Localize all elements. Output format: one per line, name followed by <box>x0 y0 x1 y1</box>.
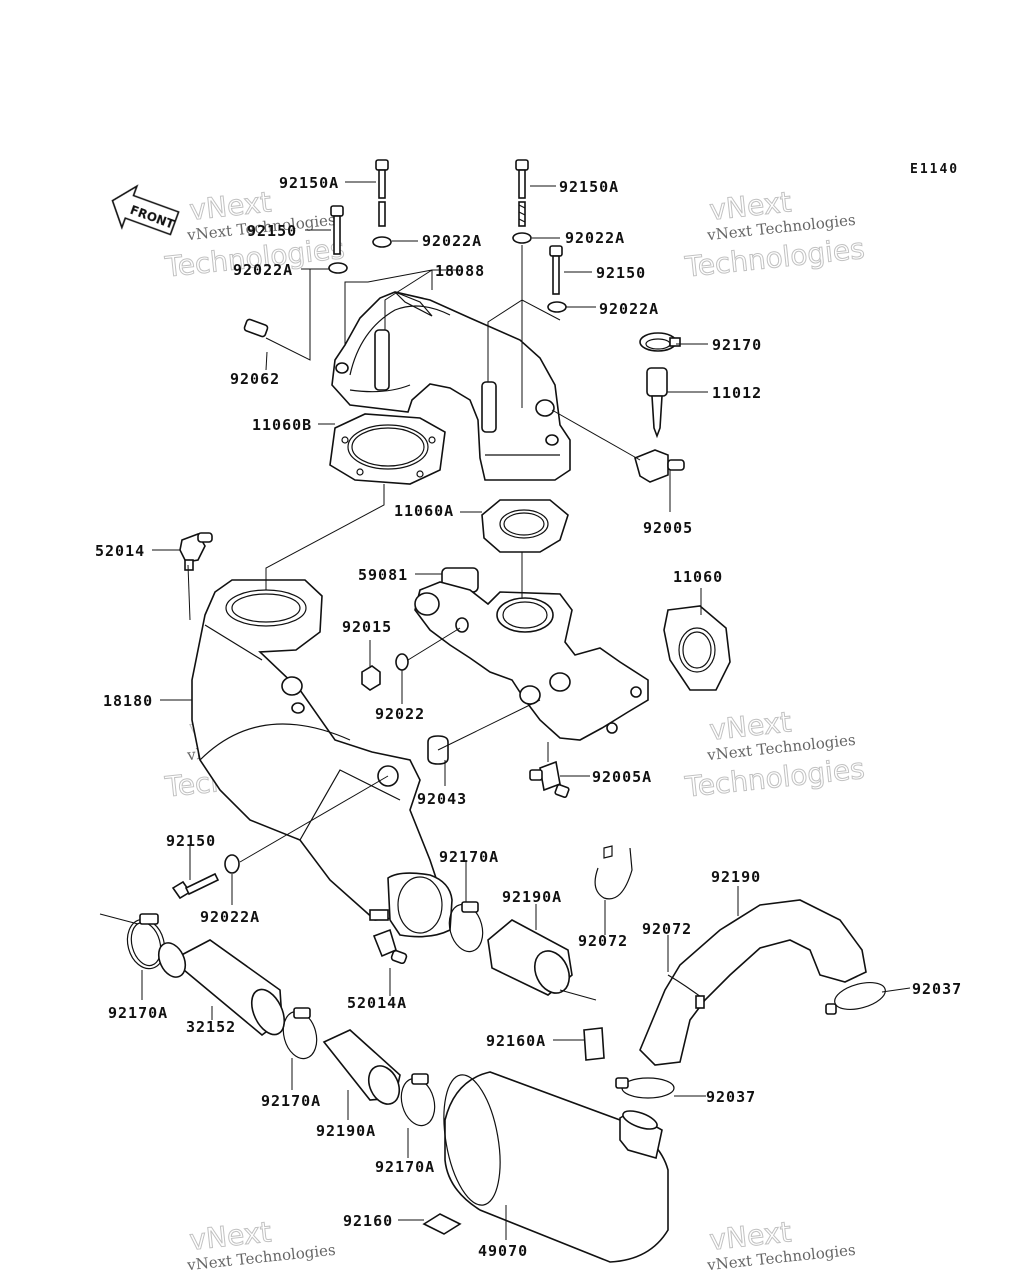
label-92150-left: 92150 <box>247 222 297 240</box>
washer-92022A-lower <box>224 854 240 874</box>
washer <box>328 262 348 274</box>
clamp-92170A-mid <box>282 1007 318 1060</box>
clamp-92170A-low <box>400 1073 436 1127</box>
label-92037-right: 92037 <box>912 980 962 998</box>
label-92062: 92062 <box>230 370 280 388</box>
label-18088: 18088 <box>435 262 485 280</box>
label-92150-lower: 92150 <box>166 832 216 850</box>
label-92190: 92190 <box>711 868 761 886</box>
label-92150A-left: 92150A <box>279 174 339 192</box>
label-92005A: 92005A <box>592 768 652 786</box>
clamp-92037-low <box>615 1077 675 1099</box>
label-52014: 52014 <box>95 542 145 560</box>
watermark: vNext vNext Technologies Technologies <box>682 705 866 804</box>
bolt-92150-right <box>549 245 563 295</box>
exhaust-manifold <box>331 291 571 481</box>
label-11060A: 11060A <box>394 502 454 520</box>
bolt-92150A-left <box>375 159 389 227</box>
hose-92190A-upper <box>487 919 573 996</box>
label-92005: 92005 <box>643 519 693 537</box>
label-92170A-left: 92170A <box>108 1004 168 1022</box>
label-92160: 92160 <box>343 1212 393 1230</box>
band-92072 <box>594 845 633 900</box>
gasket-11060A <box>481 499 569 553</box>
washer <box>512 232 532 244</box>
bolt-92150-left <box>330 205 344 255</box>
fitting-92005 <box>634 449 685 483</box>
washer <box>372 236 392 248</box>
bolt-92150-lower <box>171 872 220 900</box>
label-92150-right: 92150 <box>596 264 646 282</box>
label-92170A-right: 92170A <box>439 848 499 866</box>
label-11060: 11060 <box>673 568 723 586</box>
part-11012 <box>646 367 668 439</box>
leader-lines <box>99 181 911 1240</box>
watermark: vNext vNext Technologies <box>705 1215 856 1274</box>
label-92150A-right: 92150A <box>559 178 619 196</box>
fitting-52014 <box>179 532 213 571</box>
fitting-92005A <box>529 760 570 798</box>
diagram-code: E1140 <box>910 162 959 177</box>
exhaust-elbow <box>414 581 649 741</box>
label-59081: 59081 <box>358 566 408 584</box>
part-labels: 92150A 92150A 92150 92022A 92022A 92022A… <box>95 174 962 1260</box>
label-11060B: 11060B <box>252 416 312 434</box>
label-92170A-mid: 92170A <box>261 1092 321 1110</box>
clamp-92170A-left <box>126 913 166 970</box>
label-92022A-c: 92022A <box>233 261 293 279</box>
hose-92190 <box>639 899 867 1066</box>
washer-92022 <box>395 653 409 671</box>
label-92190A-lower: 92190A <box>316 1122 376 1140</box>
label-92043: 92043 <box>417 790 467 808</box>
gasket-11060 <box>663 605 731 691</box>
clamp-92037-right <box>825 981 886 1015</box>
label-92022: 92022 <box>375 705 425 723</box>
label-92022A-d: 92022A <box>599 300 659 318</box>
label-92015: 92015 <box>342 618 392 636</box>
pad-92160 <box>422 1213 462 1235</box>
bolt-92150A-right <box>515 159 529 227</box>
clamp-92170A-right <box>448 901 484 953</box>
label-18180: 18180 <box>103 692 153 710</box>
label-92170: 92170 <box>712 336 762 354</box>
expansion-chamber-18180 <box>191 579 453 938</box>
label-92022A-a: 92022A <box>422 232 482 250</box>
nut-92015 <box>361 665 381 691</box>
label-32152: 32152 <box>186 1018 236 1036</box>
clamp-92170 <box>639 332 681 352</box>
label-92190A-upper: 92190A <box>502 888 562 906</box>
label-52014A: 52014A <box>347 994 407 1012</box>
label-49070: 49070 <box>478 1242 528 1260</box>
washer <box>547 301 567 313</box>
watermark: vNext vNext Technologies <box>185 1215 336 1274</box>
watermark: vNext vNext Technologies Technologies <box>682 185 866 284</box>
stud-92062 <box>243 318 269 338</box>
hose-92190A-lower <box>322 1029 401 1105</box>
label-92072-left: 92072 <box>578 932 628 950</box>
label-92022A-b: 92022A <box>565 229 625 247</box>
gasket-11060B <box>329 413 446 485</box>
fitting-52014A <box>372 928 408 965</box>
label-92072-right: 92072 <box>642 920 692 938</box>
label-11012: 11012 <box>712 384 762 402</box>
pad-92160A <box>583 1027 605 1061</box>
front-arrow-icon: FRONT <box>111 184 180 236</box>
label-92160A: 92160A <box>486 1032 546 1050</box>
hose-32152 <box>157 939 286 1037</box>
label-92022A-lower: 92022A <box>200 908 260 926</box>
label-92037-low: 92037 <box>706 1088 756 1106</box>
muffler-49070 <box>443 1071 669 1263</box>
label-92170A-low: 92170A <box>375 1158 435 1176</box>
